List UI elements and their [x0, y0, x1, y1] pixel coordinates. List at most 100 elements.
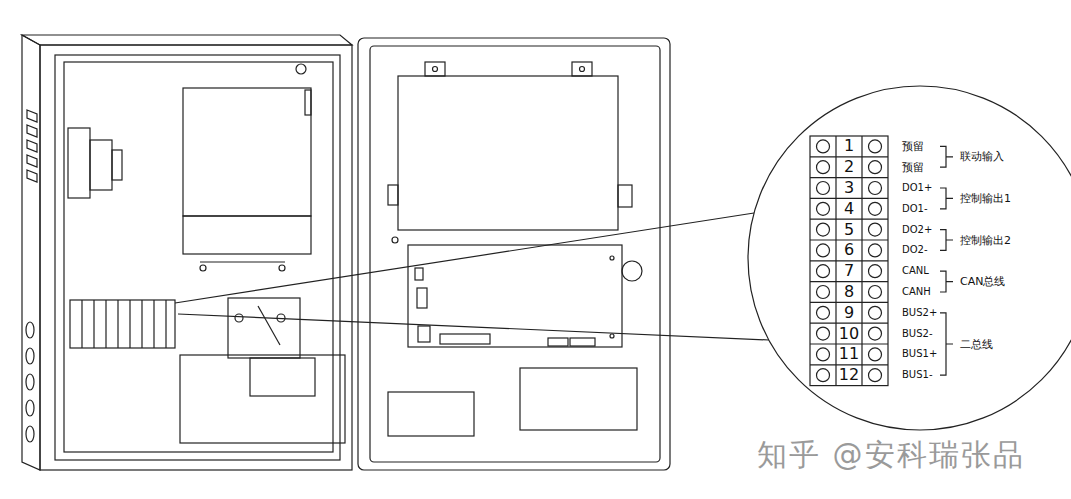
signal-name: DO1+	[902, 183, 932, 193]
bracket	[940, 271, 953, 292]
cabinet-side	[22, 35, 40, 470]
screw-terminal	[869, 265, 882, 278]
row-divider	[810, 281, 888, 282]
mount-ear	[618, 185, 632, 207]
row-divider	[810, 156, 888, 157]
knockout	[27, 140, 37, 152]
screw-terminal	[817, 348, 830, 361]
row-divider	[810, 239, 888, 240]
mount-ear	[425, 62, 445, 76]
leader-line	[178, 314, 769, 340]
terminal-number: 10	[839, 326, 859, 342]
row-divider	[810, 343, 888, 344]
terminal-number: 6	[844, 242, 854, 258]
terminal-number: 5	[844, 222, 854, 238]
screw-terminal	[869, 327, 882, 340]
mounting-plate	[64, 62, 333, 452]
signal-name: CANL	[902, 266, 929, 276]
pcb-part	[417, 288, 427, 308]
row-divider	[810, 323, 888, 324]
row-divider	[810, 198, 888, 199]
signal-name: DO2-	[902, 245, 928, 255]
bracket	[940, 230, 953, 251]
screw-terminal	[869, 182, 882, 195]
signal-name: DO2+	[902, 225, 932, 235]
screw	[392, 237, 398, 243]
cable-hole	[26, 426, 34, 442]
terminal-number: 9	[844, 305, 854, 321]
terminal-frame	[810, 136, 888, 386]
terminal-number: 2	[844, 159, 854, 175]
terminal-dividers	[82, 300, 166, 348]
signal-name: 预留	[902, 162, 924, 173]
leader-line	[175, 213, 754, 303]
screw-terminal	[817, 140, 830, 153]
screw-terminal	[869, 369, 882, 382]
bracket	[940, 146, 953, 167]
group-label: 控制输出2	[960, 235, 1011, 246]
screw-terminal	[817, 244, 830, 257]
knockout	[27, 170, 37, 182]
breaker	[90, 140, 112, 190]
door-panel	[520, 368, 637, 430]
screw	[296, 64, 306, 74]
mount-ear	[388, 185, 398, 205]
callout-circle	[748, 86, 1071, 430]
group-label: 联动输入	[960, 151, 1004, 162]
screw-terminal	[817, 265, 830, 278]
screw-terminal	[869, 244, 882, 257]
lock-hole	[622, 261, 642, 281]
screw-terminal	[869, 223, 882, 236]
group-label: CAN总线	[960, 276, 1005, 287]
screw-terminal	[817, 286, 830, 299]
terminal-strip	[70, 300, 175, 348]
signal-name: BUS1+	[902, 349, 937, 359]
cable-hole	[26, 348, 34, 364]
knockout	[27, 155, 37, 167]
row-divider	[810, 177, 888, 178]
screw-terminal	[817, 182, 830, 195]
screw	[200, 265, 206, 271]
cabinet-top	[22, 35, 352, 45]
screw-terminal	[869, 140, 882, 153]
screw-terminal	[869, 306, 882, 319]
power-supply	[183, 88, 311, 216]
battery-cover	[250, 358, 315, 396]
group-brackets	[940, 146, 953, 375]
pcb-part	[548, 338, 568, 346]
signal-name: BUS2+	[902, 308, 937, 318]
pcb-part	[570, 338, 595, 346]
bracket	[940, 313, 953, 375]
bracket	[940, 188, 953, 209]
row-divider	[810, 302, 888, 303]
knockout	[27, 125, 37, 137]
cable-hole	[26, 374, 34, 390]
row-divider	[810, 219, 888, 220]
rail	[200, 261, 285, 262]
pcb-hole	[610, 256, 614, 260]
terminal-number: 11	[839, 346, 859, 362]
row-divider	[810, 364, 888, 365]
screw-terminal	[817, 223, 830, 236]
cabinet-frame	[55, 55, 340, 460]
power-supply-tab	[305, 90, 311, 115]
door-panel	[388, 392, 474, 436]
battery	[180, 355, 345, 443]
screw-terminal	[817, 306, 830, 319]
door	[358, 38, 670, 470]
screw-terminal	[869, 348, 882, 361]
screw-terminal	[869, 202, 882, 215]
screw	[580, 67, 585, 72]
screw-terminal	[869, 286, 882, 299]
cable-hole	[26, 400, 34, 416]
screw-terminal	[817, 327, 830, 340]
terminal-number: 8	[844, 284, 854, 300]
screw-terminal	[817, 369, 830, 382]
terminal-block	[810, 136, 888, 386]
signal-name: 预留	[902, 141, 924, 152]
power-supply-base	[183, 216, 311, 254]
door-inner	[370, 46, 660, 462]
signal-name: BUS1-	[902, 370, 933, 380]
signal-name: DO1-	[902, 204, 928, 214]
